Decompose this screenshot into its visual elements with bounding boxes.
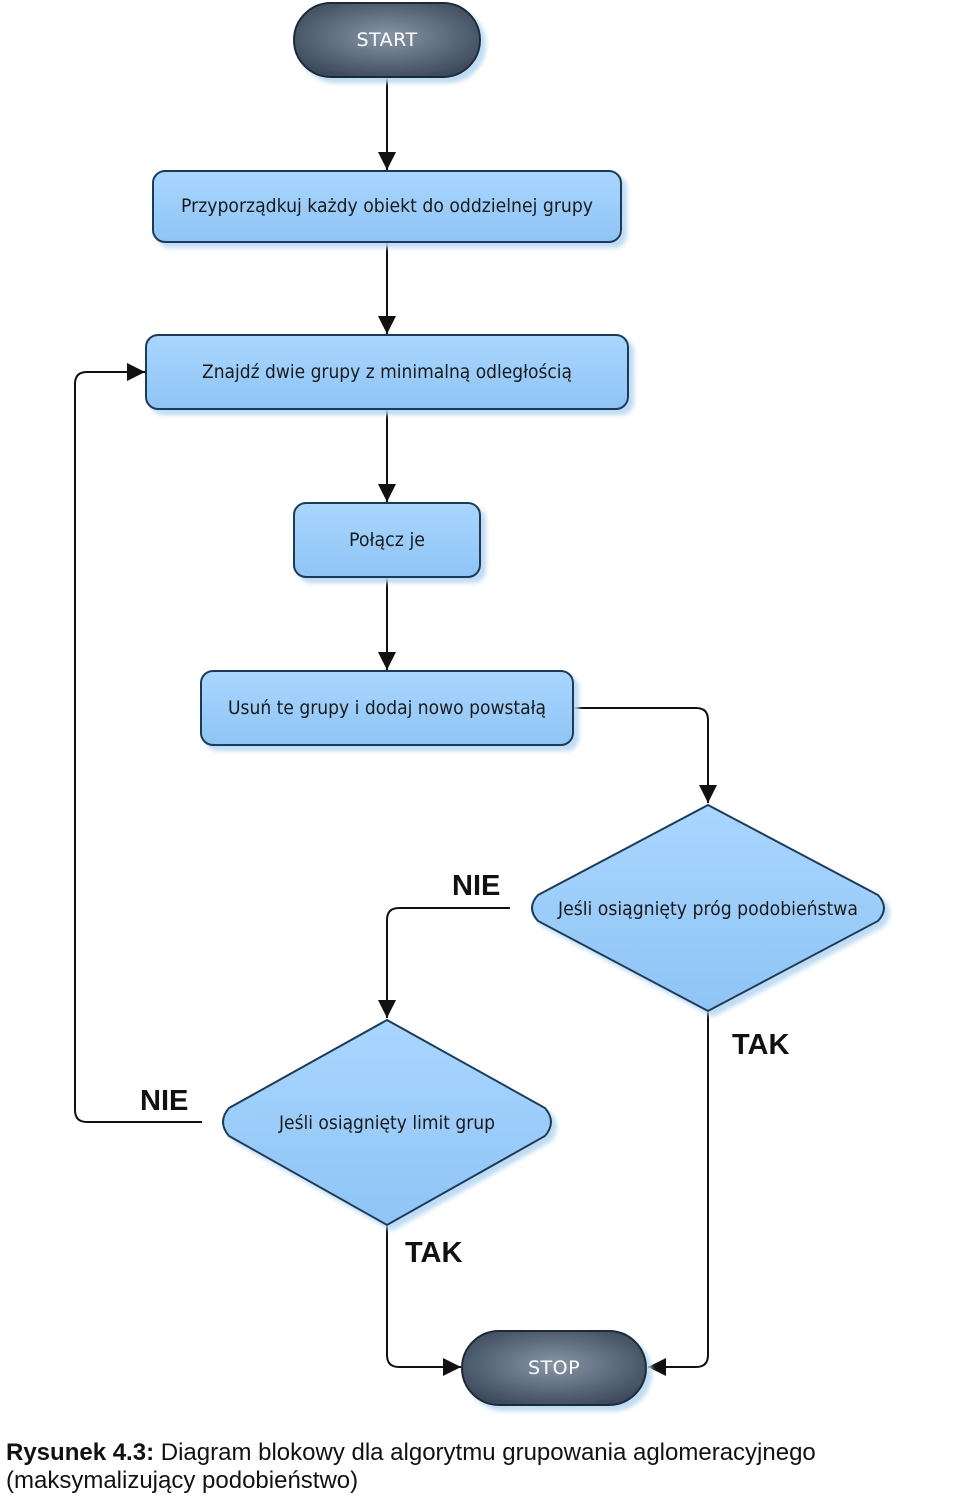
merge-node: Połącz je <box>293 502 481 578</box>
assign-node: Przyporządkuj każdy obiekt do oddzielnej… <box>152 170 622 243</box>
merge-label: Połącz je <box>349 529 425 551</box>
caption-label: Rysunek 4.3: <box>6 1439 155 1466</box>
limit-decision-label: Jeśli osiągnięty limit grup <box>278 1112 495 1134</box>
edge-limit-yes <box>386 1226 461 1376</box>
assign-label: Przyporządkuj każdy obiekt do oddzielnej… <box>181 195 593 217</box>
start-label: START <box>356 29 417 51</box>
find-node: Znajdź dwie grupy z minimalną odległości… <box>145 334 629 410</box>
start-node: START <box>293 2 481 78</box>
limit-yes-label: TAK <box>405 1237 463 1269</box>
stop-node: STOP <box>461 1330 647 1406</box>
stop-label: STOP <box>528 1357 580 1379</box>
remove-label: Usuń te grupy i dodaj nowo powstałą <box>228 697 546 719</box>
flowchart: START Przyporządkuj każdy obiekt do oddz… <box>74 2 885 1406</box>
threshold-yes-label: TAK <box>732 1029 790 1061</box>
limit-no-label: NIE <box>140 1085 188 1117</box>
caption-text: Diagram blokowy dla algorytmu grupowania… <box>6 1439 816 1494</box>
limit-decision-node: Jeśli osiągnięty limit grup <box>222 1018 552 1227</box>
edge-threshold-yes <box>648 1012 709 1376</box>
find-label: Znajdź dwie grupy z minimalną odległości… <box>202 361 572 383</box>
edge-threshold-no <box>378 907 510 1018</box>
threshold-decision-node: Jeśli osiągnięty próg podobieństwa <box>531 803 885 1013</box>
edge-limit-no <box>74 363 202 1123</box>
threshold-decision-label: Jeśli osiągnięty próg podobieństwa <box>557 898 858 920</box>
figure-caption: Rysunek 4.3: Diagram blokowy dla algoryt… <box>6 1439 956 1495</box>
remove-node: Usuń te grupy i dodaj nowo powstałą <box>200 670 574 746</box>
edge-remove-to-threshold <box>574 707 717 803</box>
threshold-no-label: NIE <box>452 870 500 902</box>
